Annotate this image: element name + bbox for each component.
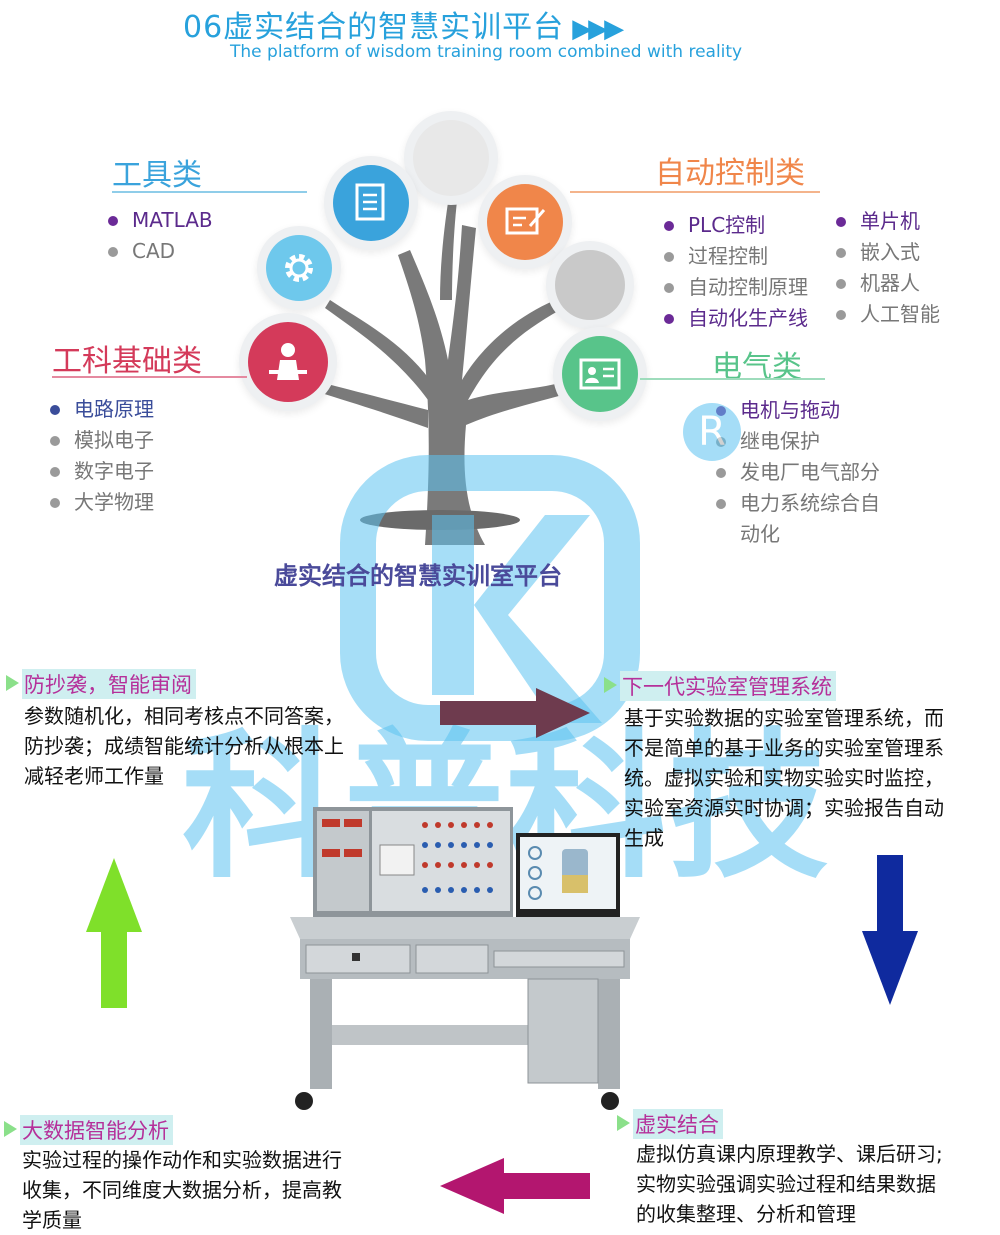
list-item: 机器人 <box>834 268 940 299</box>
presenter-icon <box>269 343 307 380</box>
list-item-continuation: 动化 <box>740 522 780 546</box>
tools-circle <box>333 165 409 241</box>
list-item: 发电厂电气部分 <box>714 457 880 488</box>
auto-control-circle <box>487 184 563 260</box>
list-item: 电路原理 <box>48 394 154 425</box>
engineering-list: 电路原理 模拟电子 数字电子 大学物理 <box>48 394 154 518</box>
lab-bench-illustration <box>290 807 640 1110</box>
list-item: 自动化生产线 <box>662 303 808 334</box>
section-marker-icon <box>4 1121 17 1137</box>
text-line: 不是简单的基于业务的实验室管理系 <box>624 736 944 760</box>
list-item: 大学物理 <box>48 487 154 518</box>
auto-control-list-col1: PLC控制 过程控制 自动控制原理 自动化生产线 <box>662 210 808 334</box>
auto-control-underline <box>570 191 820 193</box>
title-text: 06虚实结合的智慧实训平台 <box>183 10 565 45</box>
page-subtitle: The platform of wisdom training room com… <box>230 42 743 62</box>
list-item: 自动控制原理 <box>662 272 808 303</box>
big-data-heading: 大数据智能分析 <box>20 1115 173 1145</box>
text-line: 学质量 <box>22 1208 82 1232</box>
engineering-underline <box>52 376 247 378</box>
electrical-list: 电机与拖动 继电保护 发电厂电气部分 电力系统综合自 动化 <box>714 395 880 550</box>
triple-arrow-icon: ▶▶▶ <box>572 14 624 44</box>
auto-control-list-col2: 单片机 嵌入式 机器人 人工智能 <box>834 206 940 330</box>
section-marker-icon <box>604 677 617 693</box>
anti-plagiarism-heading: 防抄袭，智能审阅 <box>22 669 196 699</box>
text-line: 减轻老师工作量 <box>24 764 164 788</box>
text-line: 统。虚拟实验和实物实验实时监控， <box>624 766 944 790</box>
virtual-real-body: 虚拟仿真课内原理教学、课后研习; 实物实验强调实验过程和结果数据 的收集整理、分… <box>636 1139 943 1229</box>
engineering-circle <box>248 322 328 402</box>
arrow-down-icon <box>862 855 918 1005</box>
electrical-underline <box>640 378 825 380</box>
list-item: CAD <box>106 236 213 267</box>
list-item: 模拟电子 <box>48 425 154 456</box>
lab-mgmt-heading: 下一代实验室管理系统 <box>620 671 836 701</box>
watermark-registered-badge: R <box>683 403 741 461</box>
lab-mgmt-body: 基于实验数据的实验室管理系统，而 不是简单的基于业务的实验室管理系 统。虚拟实验… <box>624 703 944 853</box>
list-item: 单片机 <box>834 206 940 237</box>
text-line: 实验室资源实时协调；实验报告自动 <box>624 796 944 820</box>
arrow-left-icon <box>440 1158 590 1214</box>
list-item: 嵌入式 <box>834 237 940 268</box>
center-caption: 虚实结合的智慧实训室平台 <box>274 562 562 590</box>
text-line: 实物实验强调实验过程和结果数据 <box>636 1172 936 1196</box>
gear-icon <box>285 254 313 282</box>
gear-circle <box>266 235 332 301</box>
text-line: 基于实验数据的实验室管理系统，而 <box>624 706 944 730</box>
tools-list: MATLAB CAD <box>106 205 213 267</box>
id-card-icon <box>579 358 621 390</box>
engineering-category-label: 工科基础类 <box>52 344 202 379</box>
auto-control-category-label: 自动控制类 <box>655 156 805 191</box>
arrow-right-icon <box>440 688 590 738</box>
electrical-circle <box>562 336 638 412</box>
text-line: 收集，不同维度大数据分析，提高教 <box>22 1178 342 1202</box>
list-item: 过程控制 <box>662 241 808 272</box>
virtual-real-heading: 虚实结合 <box>633 1109 723 1139</box>
text-line: 实验过程的操作动作和实验数据进行 <box>22 1148 342 1172</box>
big-data-body: 实验过程的操作动作和实验数据进行 收集，不同维度大数据分析，提高教 学质量 <box>22 1145 342 1235</box>
empty-circle-right <box>555 250 625 320</box>
arrow-up-icon <box>86 858 142 1008</box>
text-line: 生成 <box>624 826 664 850</box>
empty-circle-top <box>413 120 489 196</box>
list-item: 人工智能 <box>834 299 940 330</box>
tools-underline <box>112 191 307 193</box>
edit-board-icon <box>505 207 546 235</box>
list-item: 电力系统综合自 <box>714 488 880 519</box>
list-item: 数字电子 <box>48 456 154 487</box>
document-icon <box>355 183 385 221</box>
text-line: 的收集整理、分析和管理 <box>636 1202 856 1226</box>
list-item: PLC控制 <box>662 210 808 241</box>
tools-category-label: 工具类 <box>112 158 202 193</box>
anti-plagiarism-body: 参数随机化，相同考核点不同答案， 防抄袭；成绩智能统计分析从根本上 减轻老师工作… <box>24 701 344 791</box>
list-item: MATLAB <box>106 205 213 236</box>
watermark-badge-letter: R <box>698 409 726 455</box>
text-line: 参数随机化，相同考核点不同答案， <box>24 704 344 728</box>
section-marker-icon <box>617 1115 630 1131</box>
section-marker-icon <box>6 675 19 691</box>
text-line: 防抄袭；成绩智能统计分析从根本上 <box>24 734 344 758</box>
page-title: 06虚实结合的智慧实训平台▶▶▶ <box>183 2 624 46</box>
text-line: 虚拟仿真课内原理教学、课后研习; <box>636 1142 943 1166</box>
